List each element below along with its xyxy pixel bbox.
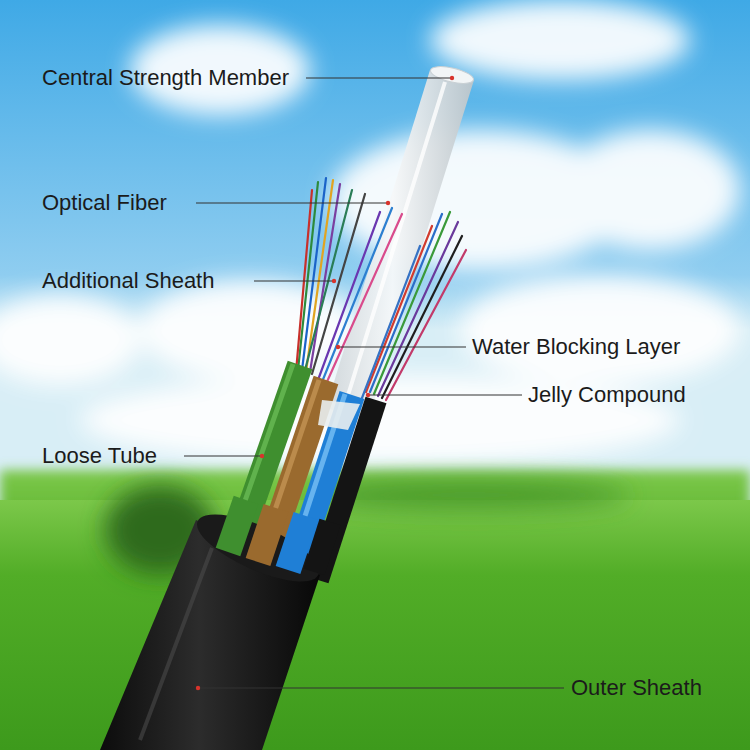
leader-lines: [184, 78, 564, 688]
part-label: Central Strength Member: [42, 65, 289, 91]
part-label: Outer Sheath: [571, 675, 702, 701]
outer-sheath: [100, 501, 327, 750]
part-label: Jelly Compound: [528, 382, 686, 408]
part-label: Water Blocking Layer: [472, 334, 680, 360]
grass-field: [0, 470, 750, 750]
part-label: Additional Sheath: [42, 268, 214, 294]
part-label: Optical Fiber: [42, 190, 167, 216]
clouds: [0, 0, 740, 465]
central-strength-member: [326, 63, 475, 420]
water-blocking-layer: [318, 400, 360, 430]
leader-dots: [196, 76, 454, 690]
optical-fibers: [296, 178, 466, 400]
loose-tube-bases: [228, 500, 330, 572]
part-label: Loose Tube: [42, 443, 157, 469]
